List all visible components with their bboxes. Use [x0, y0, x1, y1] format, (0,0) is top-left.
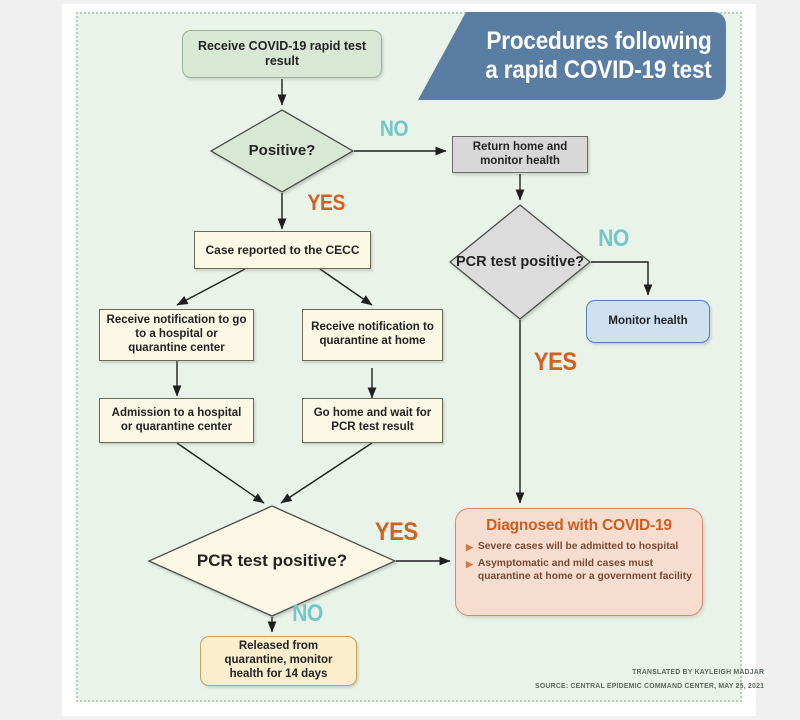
- credits: TRANSLATED BY KAYLEIGH MADJAR SOURCE: CE…: [535, 665, 764, 692]
- node-monitor-health: Monitor health: [586, 300, 710, 343]
- credit-source: SOURCE: CENTRAL EPIDEMIC COMMAND CENTER,…: [534, 680, 764, 690]
- bullet-triangle-icon: ▶: [466, 542, 473, 552]
- node-pcr-decision-bottom: PCR test positive?: [196, 551, 348, 571]
- edge-label-pcr-right-no: NO: [598, 225, 629, 252]
- node-admission-hospital: Admission to a hospital or quarantine ce…: [99, 398, 254, 443]
- title-line-2: a rapid COVID-19 test: [485, 56, 712, 84]
- title-text: Procedures following a rapid COVID-19 te…: [436, 12, 726, 100]
- edge-label-positive-no: NO: [379, 116, 409, 141]
- edge-label-positive-yes: YES: [307, 190, 346, 215]
- edge-label-pcr-bottom-yes: YES: [374, 518, 418, 546]
- node-positive-decision: Positive?: [248, 142, 316, 160]
- edge-label-pcr-right-yes: YES: [533, 348, 577, 376]
- node-released-from-quarantine: Released from quarantine, monitor health…: [200, 636, 357, 686]
- diagnosis-panel: Diagnosed with COVID-19 ▶ Severe cases w…: [455, 508, 703, 616]
- diagnosis-item-text: Severe cases will be admitted to hospita…: [477, 541, 679, 552]
- node-case-reported-cecc: Case reported to the CECC: [194, 231, 371, 269]
- title-line-1: Procedures following: [486, 27, 712, 55]
- node-notify-quarantine-home: Receive notification to quarantine at ho…: [302, 309, 443, 361]
- diagnosis-item-text: Asymptomatic and mild cases must quarant…: [477, 558, 692, 582]
- node-notify-hospital-quarantine: Receive notification to go to a hospital…: [99, 309, 254, 361]
- diagnosis-title: Diagnosed with COVID-19: [486, 517, 672, 534]
- diagnosis-item: ▶ Asymptomatic and mild cases must quara…: [466, 558, 692, 584]
- title-banner: Procedures following a rapid COVID-19 te…: [404, 12, 726, 100]
- edge-label-pcr-bottom-no: NO: [292, 600, 323, 627]
- node-go-home-wait-pcr: Go home and wait for PCR test result: [302, 398, 443, 443]
- node-return-home-monitor: Return home and monitor health: [452, 136, 588, 173]
- node-receive-rapid-test-result: Receive COVID-19 rapid test result: [182, 30, 382, 78]
- bullet-triangle-icon: ▶: [466, 559, 473, 570]
- diagnosis-item: ▶ Severe cases will be admitted to hospi…: [466, 541, 692, 554]
- credit-translator: TRANSLATED BY KAYLEIGH MADJAR: [631, 667, 764, 677]
- node-pcr-decision-right: PCR test positive?: [455, 253, 585, 270]
